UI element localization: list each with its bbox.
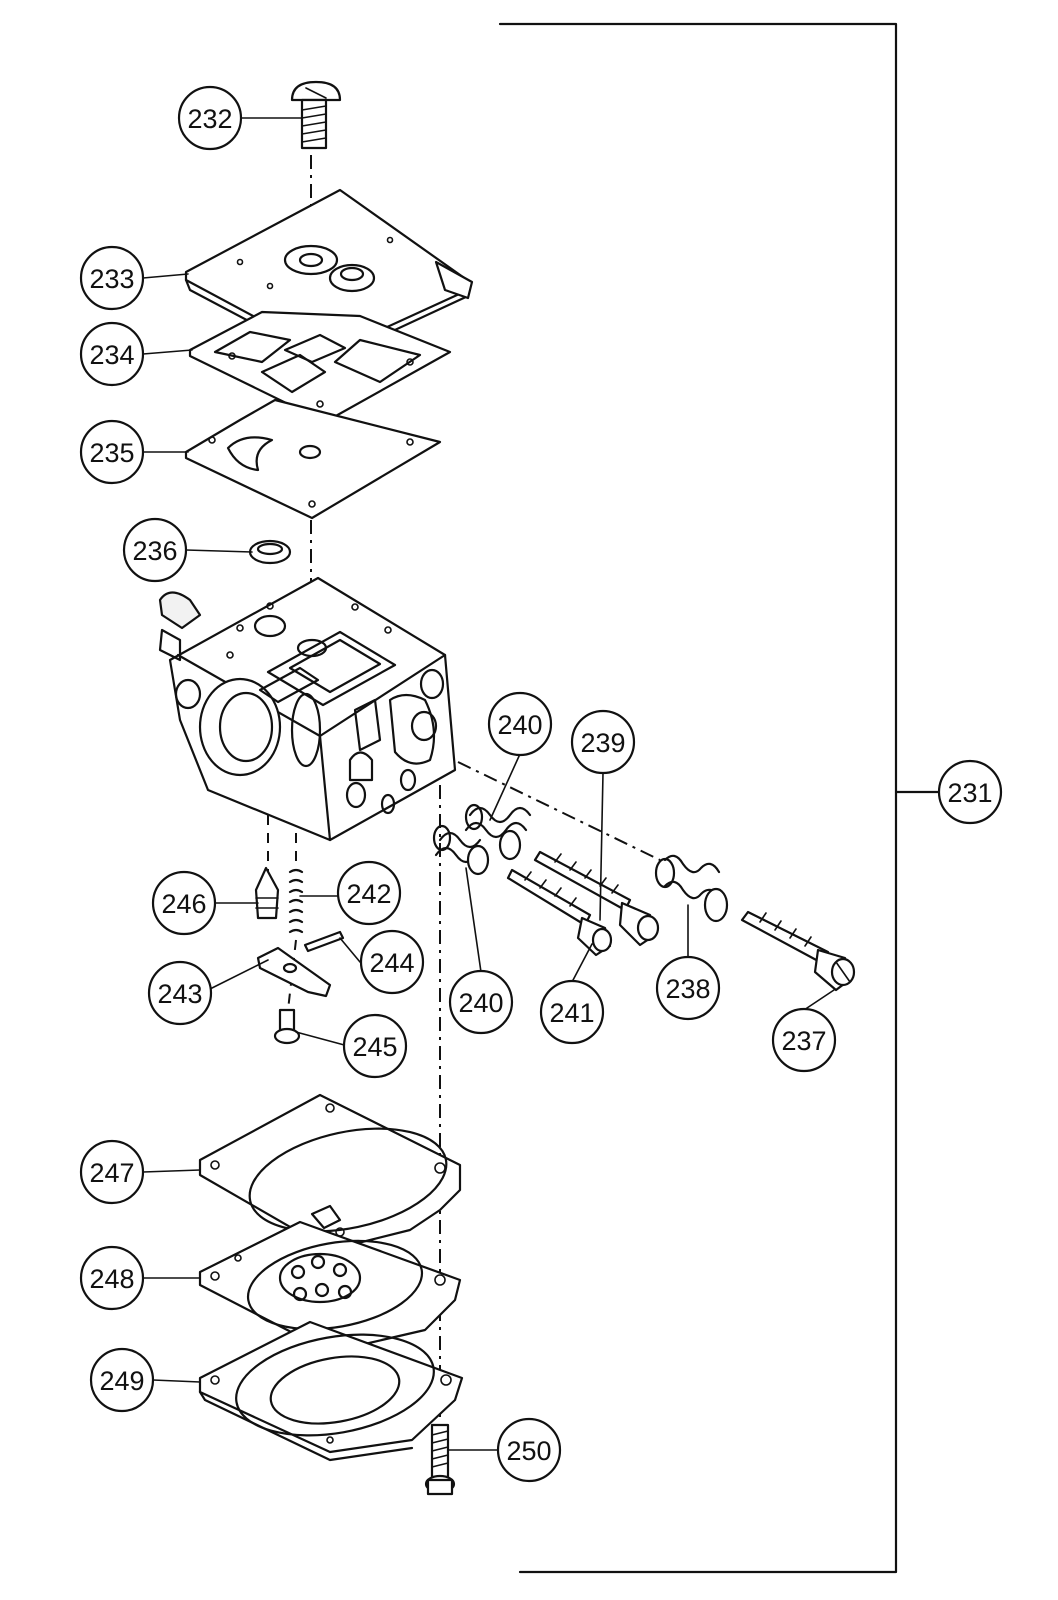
callout-244: 244 — [359, 929, 425, 995]
callout-241: 241 — [539, 979, 605, 1045]
svg-text:236: 236 — [132, 536, 177, 566]
callout-235: 235 — [79, 419, 145, 485]
part-needle-241 — [506, 868, 613, 957]
part-diaphragm-248 — [198, 1220, 462, 1354]
callout-243: 243 — [147, 960, 213, 1026]
svg-text:237: 237 — [781, 1026, 826, 1056]
callout-234: 234 — [79, 321, 145, 387]
svg-text:233: 233 — [89, 264, 134, 294]
part-gasket-234 — [188, 310, 452, 424]
part-cap-236 — [248, 539, 292, 565]
part-plate-235 — [184, 398, 442, 520]
callout-246: 246 — [151, 870, 217, 936]
leader-lines — [142, 117, 835, 1451]
svg-text:245: 245 — [352, 1032, 397, 1062]
part-screw-237 — [740, 910, 856, 992]
svg-text:244: 244 — [369, 948, 414, 978]
callout-233: 233 — [79, 245, 145, 311]
part-gasket-247 — [198, 1093, 462, 1252]
callout-240-upper: 240 — [487, 691, 553, 757]
part-screw-232 — [290, 80, 342, 150]
callout-231: 231 — [937, 759, 1003, 825]
callout-242: 242 — [336, 860, 402, 926]
svg-text:243: 243 — [157, 979, 202, 1009]
part-screw-250 — [424, 1423, 456, 1496]
part-screw-245 — [273, 1008, 301, 1045]
callout-236: 236 — [122, 517, 188, 583]
callout-248: 248 — [79, 1245, 145, 1311]
svg-text:247: 247 — [89, 1158, 134, 1188]
svg-text:242: 242 — [346, 879, 391, 909]
assembly-bracket — [498, 22, 942, 1574]
part-pin-244 — [303, 930, 345, 953]
callout-238: 238 — [655, 955, 721, 1021]
callout-250: 250 — [496, 1417, 562, 1483]
svg-text:239: 239 — [580, 728, 625, 758]
part-spring-238 — [654, 854, 729, 923]
svg-text:240: 240 — [497, 710, 542, 740]
callout-240-lower: 240 — [448, 969, 514, 1035]
callout-247: 247 — [79, 1139, 145, 1205]
part-needle-valve-246 — [254, 866, 280, 920]
svg-text:231: 231 — [947, 778, 992, 808]
callout-245: 245 — [342, 1013, 408, 1079]
part-cover-249 — [198, 1320, 464, 1462]
svg-text:234: 234 — [89, 340, 134, 370]
svg-text:249: 249 — [99, 1366, 144, 1396]
svg-text:235: 235 — [89, 438, 134, 468]
callout-249: 249 — [89, 1347, 155, 1413]
part-spring-240 — [432, 803, 532, 876]
callout-237: 237 — [771, 1007, 837, 1073]
svg-text:232: 232 — [187, 104, 232, 134]
callout-239: 239 — [570, 709, 636, 775]
callout-232: 232 — [177, 85, 243, 151]
svg-text:240: 240 — [458, 988, 503, 1018]
part-lever-243 — [256, 946, 332, 998]
part-spring-242 — [288, 868, 304, 934]
svg-text:250: 250 — [506, 1436, 551, 1466]
svg-text:241: 241 — [549, 998, 594, 1028]
svg-text:248: 248 — [89, 1264, 134, 1294]
part-needle-239 — [533, 850, 660, 947]
part-carburetor-body — [158, 576, 457, 842]
svg-text:238: 238 — [665, 974, 710, 1004]
svg-text:246: 246 — [161, 889, 206, 919]
